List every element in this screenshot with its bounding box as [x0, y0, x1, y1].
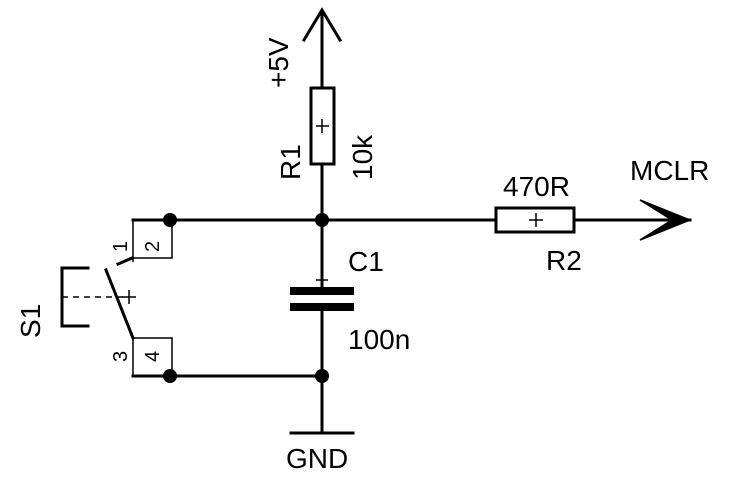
s1-pin-3: 3	[110, 351, 132, 362]
c1-value: 100n	[348, 324, 410, 355]
junction-dot	[163, 213, 177, 227]
ground-label: GND	[286, 443, 348, 474]
output-arrow	[639, 199, 693, 241]
junction-dot	[315, 369, 329, 383]
supply-arrow	[301, 7, 343, 90]
r2-value: 470R	[503, 171, 570, 202]
r1-value: 10k	[347, 134, 378, 180]
s1-name: S1	[15, 304, 46, 338]
s1-pin-1: 1	[110, 241, 132, 252]
r1-resistor	[309, 86, 336, 166]
c1-name: C1	[348, 246, 384, 277]
r1-name: R1	[275, 144, 306, 180]
c1-capacitor	[290, 274, 354, 311]
s1-pin-4: 4	[142, 351, 164, 362]
junction-dot	[315, 213, 329, 227]
r2-resistor	[494, 206, 576, 234]
s1-switch	[60, 220, 173, 376]
supply-label: +5V	[263, 37, 294, 88]
s1-pin-2: 2	[142, 241, 164, 252]
r2-name: R2	[546, 245, 582, 276]
output-label: MCLR	[630, 155, 709, 186]
junction-dot	[163, 369, 177, 383]
